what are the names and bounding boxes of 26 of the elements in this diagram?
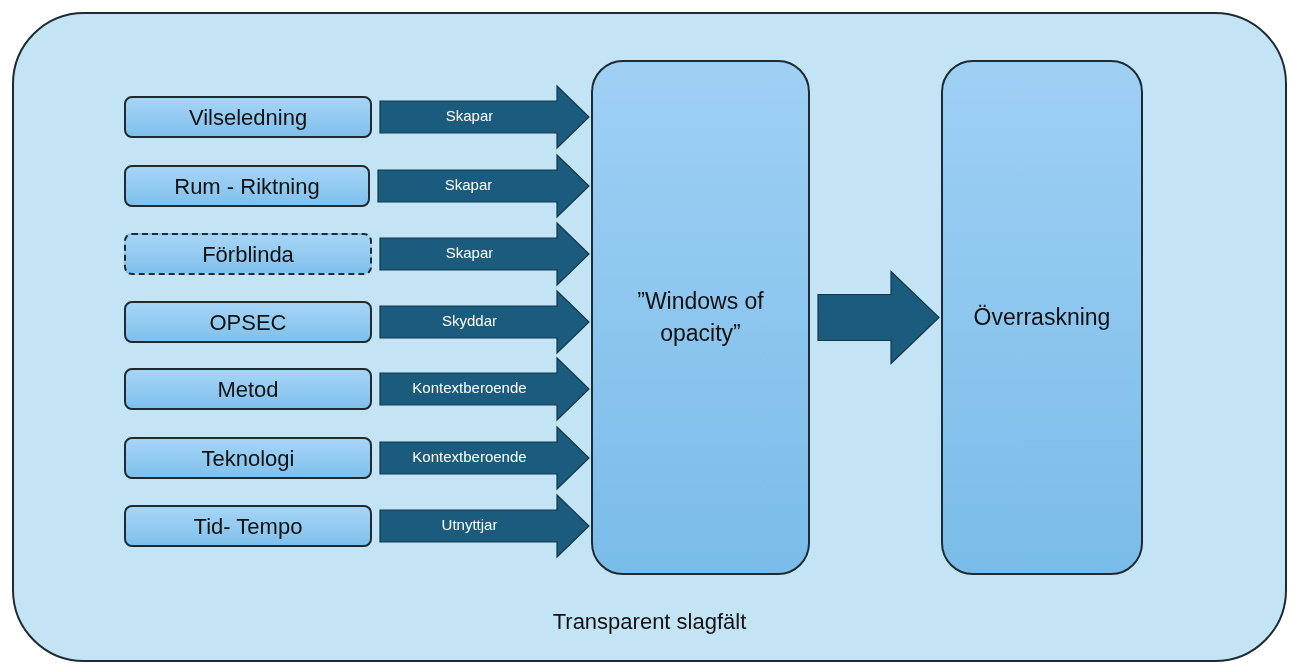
- block-arrow: [379, 84, 590, 150]
- block-arrow: [379, 289, 590, 355]
- factor-box: Metod: [124, 368, 372, 410]
- frame-title: Transparent slagfält: [551, 608, 748, 636]
- factor-box: OPSEC: [124, 301, 372, 343]
- factor-box: Förblinda: [124, 233, 372, 275]
- edge-label: Kontextberoende: [411, 448, 528, 466]
- edge-label: Skyddar: [441, 312, 498, 330]
- battlefield-frame: [12, 12, 1287, 662]
- block-arrow: [379, 221, 590, 287]
- edge-label: Kontextberoende: [411, 379, 528, 397]
- stage-box: ”Windows of opacity”: [591, 60, 810, 575]
- block-arrow: [377, 153, 590, 219]
- factor-box: Teknologi: [124, 437, 372, 479]
- block-arrow: [379, 356, 590, 422]
- block-arrow: [379, 425, 590, 491]
- factor-box: Vilseledning: [124, 96, 372, 138]
- edge-label: Skapar: [443, 176, 494, 194]
- edge-label: Skapar: [444, 244, 495, 262]
- factor-box: Rum - Riktning: [124, 165, 370, 207]
- edge-label: Skapar: [444, 107, 495, 125]
- edge-label: Utnyttjar: [440, 516, 499, 534]
- block-arrow: [379, 493, 590, 559]
- stage-box: Överraskning: [941, 60, 1143, 575]
- factor-box: Tid- Tempo: [124, 505, 372, 547]
- block-arrow: [817, 270, 940, 365]
